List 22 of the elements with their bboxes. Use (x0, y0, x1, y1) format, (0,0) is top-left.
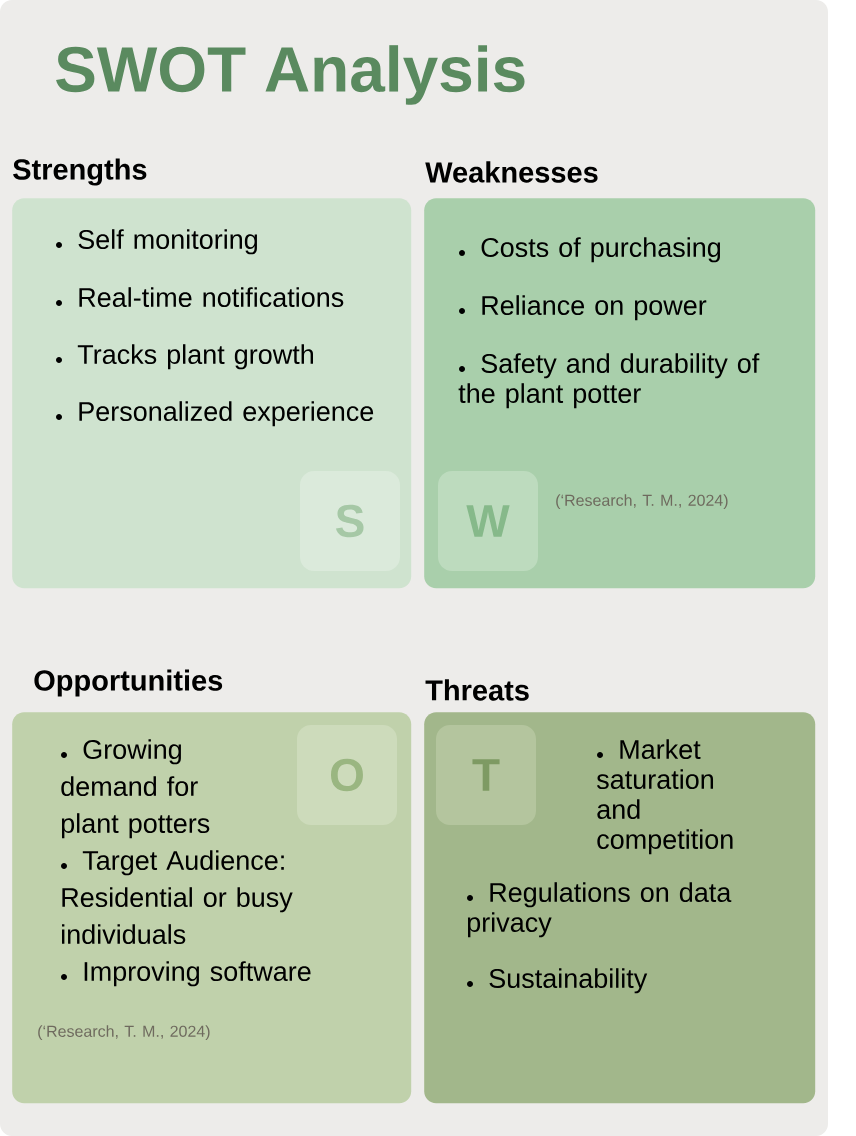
bullet-item: Safety and durability of the plant potter (458, 353, 760, 409)
bullet-item: Regulations on data privacy (467, 882, 732, 938)
bullet-item: Growing demand for plant potters (61, 739, 210, 839)
panel-heading: Weaknesses (425, 161, 598, 183)
letter-tile: T (436, 725, 536, 825)
bullet-item: Tracks plant growth (56, 344, 313, 370)
bullet-item: Real-time notifications (56, 287, 344, 308)
bullet-item: Costs of purchasing (459, 237, 721, 263)
bullet-item: Market saturation and competition (596, 739, 733, 855)
bullet-item: Self monitoring (56, 229, 257, 255)
bullet-item: Personalized experience (56, 401, 374, 427)
letter-tile: O (297, 725, 397, 825)
panel-heading: Strengths (13, 158, 147, 186)
bullet-item: Target Audience: Residential or busy individuals (61, 850, 293, 945)
bullet-item: Sustainability (467, 968, 648, 994)
panel-heading: Opportunities (34, 669, 223, 697)
bullet-item: Reliance on power (459, 295, 707, 321)
citation-text: (‘Research, T. M., 2024) (556, 494, 728, 510)
citation-text: (‘Research, T. M., 2024) (38, 1025, 210, 1041)
title: SWOT Analysis (56, 45, 525, 105)
bullet-item: Improving software (61, 961, 311, 987)
panel-heading: Threats (425, 679, 529, 701)
